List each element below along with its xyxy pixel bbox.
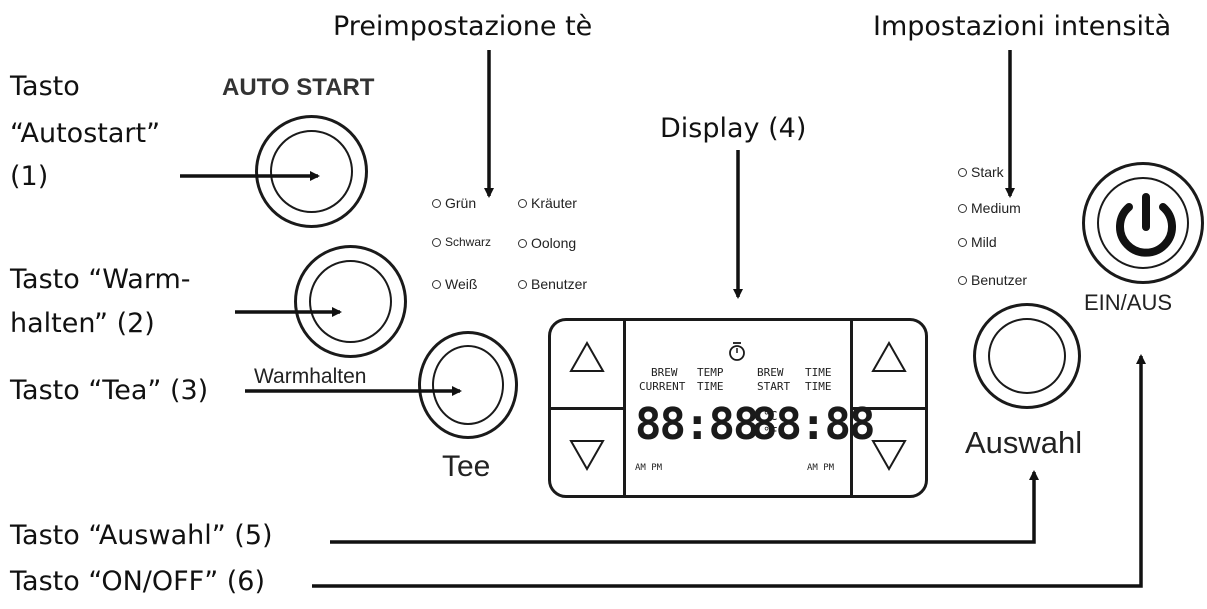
tea-button[interactable] bbox=[418, 331, 518, 439]
warmhalten-button[interactable] bbox=[294, 245, 407, 358]
up-triangle-icon bbox=[871, 340, 907, 372]
ein-aus-label: EIN/AUS bbox=[1084, 290, 1173, 315]
warmhalten-label: Warmhalten bbox=[254, 365, 367, 388]
lcd-display: BREW CURRENT TEMP TIME BREW START TIME T… bbox=[548, 318, 928, 498]
auswahl-label: Auswahl bbox=[965, 425, 1083, 460]
lcd-label-temp-time-2: TIME bbox=[697, 380, 724, 393]
lcd-ampm-right: AM PM bbox=[807, 463, 835, 473]
callout-select: Tasto “Auswahl” (5) bbox=[10, 520, 273, 551]
timer-icon bbox=[729, 342, 745, 361]
lcd-ampm-left: AM PM bbox=[635, 463, 663, 473]
callout-warm-line1: Tasto “Warm- bbox=[10, 264, 191, 295]
callout-autostart-line3: (1) bbox=[10, 161, 49, 192]
indicator-led bbox=[432, 237, 441, 247]
tea-option-weiss: Weiß bbox=[432, 276, 477, 292]
indicator-led bbox=[958, 203, 967, 213]
tee-label: Tee bbox=[442, 450, 491, 483]
lcd-label-temp-time-1: TEMP bbox=[697, 366, 724, 379]
callout-tea: Tasto “Tea” (3) bbox=[10, 375, 209, 406]
indicator-led bbox=[958, 275, 967, 285]
tea-option-oolong: Oolong bbox=[518, 235, 576, 251]
indicator-led bbox=[518, 279, 527, 289]
auswahl-button[interactable] bbox=[973, 303, 1081, 409]
tea-option-gruen: Grün bbox=[432, 195, 476, 211]
lcd-label-brew-current-1: BREW bbox=[651, 366, 678, 379]
down-triangle-icon bbox=[569, 440, 605, 472]
lcd-label-brew-start-2: START bbox=[757, 380, 791, 393]
callout-autostart-line1: Tasto bbox=[10, 71, 80, 102]
indicator-led bbox=[958, 237, 967, 247]
callout-intensity: Impostazioni intensità bbox=[873, 11, 1172, 42]
tea-option-benutzer: Benutzer bbox=[518, 276, 587, 292]
indicator-led bbox=[518, 238, 527, 248]
callout-onoff: Tasto “ON/OFF” (6) bbox=[10, 566, 266, 597]
lcd-label-time-time-2: TIME bbox=[805, 380, 832, 393]
indicator-led bbox=[518, 198, 527, 208]
tea-option-schwarz: Schwarz bbox=[432, 235, 491, 249]
indicator-led bbox=[432, 198, 441, 208]
lcd-label-brew-start-1: BREW bbox=[757, 366, 784, 379]
up-triangle-icon bbox=[569, 340, 605, 372]
auto-start-label: AUTO START bbox=[222, 74, 375, 101]
strength-option-stark: Stark bbox=[958, 164, 1004, 180]
indicator-led bbox=[432, 279, 441, 289]
lcd-digits-right: 88:88 bbox=[751, 399, 875, 450]
callout-autostart-line2: “Autostart” bbox=[10, 118, 161, 149]
autostart-button[interactable] bbox=[255, 115, 368, 228]
indicator-led bbox=[958, 167, 967, 177]
callout-warm-line2: halten” (2) bbox=[10, 308, 155, 339]
strength-option-medium: Medium bbox=[958, 200, 1021, 216]
lcd-label-time-time-1: TIME bbox=[805, 366, 832, 379]
tea-option-kraeuter: Kräuter bbox=[518, 195, 577, 211]
callout-display: Display (4) bbox=[660, 113, 807, 144]
power-icon bbox=[1116, 193, 1176, 257]
strength-option-mild: Mild bbox=[958, 234, 997, 250]
lcd-label-brew-current-2: CURRENT bbox=[639, 380, 686, 393]
strength-option-benutzer: Benutzer bbox=[958, 272, 1027, 288]
lcd-digits-left: 88:88 bbox=[635, 399, 759, 450]
down-triangle-icon bbox=[871, 440, 907, 472]
power-button[interactable] bbox=[1082, 162, 1204, 284]
callout-preset-tea: Preimpostazione tè bbox=[333, 11, 593, 42]
